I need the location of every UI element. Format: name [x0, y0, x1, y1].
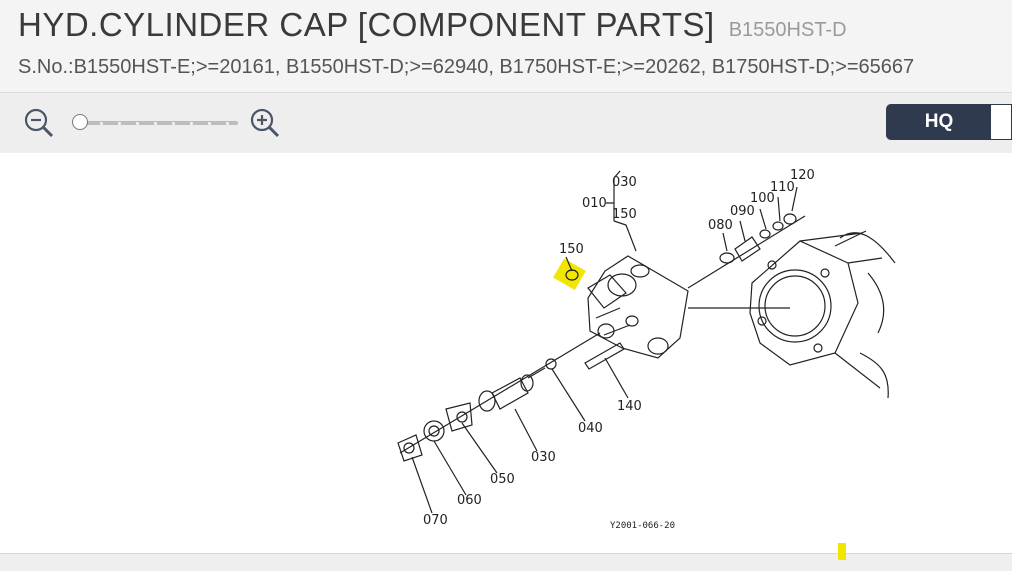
- part-label-010[interactable]: 010: [582, 196, 607, 211]
- part-label-060[interactable]: 060: [457, 493, 482, 508]
- part-label-070[interactable]: 070: [423, 513, 448, 528]
- zoom-step-dot: [154, 122, 157, 125]
- serial-number-text: S.No.:B1550HST-E;>=20161, B1550HST-D;>=6…: [18, 56, 915, 78]
- zoom-in-icon[interactable]: [249, 107, 281, 139]
- part-label-090[interactable]: 090: [730, 204, 755, 219]
- bottom-bar: [0, 553, 1012, 571]
- exploded-parts-diagram: 030 010 150 150 080 090 100 110 120 140 …: [397, 168, 896, 531]
- zoom-step-dot: [100, 122, 103, 125]
- scroll-position-marker[interactable]: [838, 543, 846, 560]
- toolbar: HQ: [0, 92, 1012, 154]
- zoom-step-dot: [136, 122, 139, 125]
- part-label-100[interactable]: 100: [750, 191, 775, 206]
- highlighted-part-150[interactable]: [553, 258, 586, 291]
- part-label-050[interactable]: 050: [490, 472, 515, 487]
- part-label-150[interactable]: 150: [559, 242, 584, 257]
- page-header: HYD.CYLINDER CAP [COMPONENT PARTS] B1550H…: [0, 0, 1012, 92]
- diagram-canvas[interactable]: 030 010 150 150 080 090 100 110 120 140 …: [0, 153, 1012, 553]
- part-label-030-top[interactable]: 030: [612, 175, 637, 190]
- cylinder-cap-body: [587, 255, 790, 359]
- zoom-slider-track[interactable]: [78, 121, 238, 125]
- title-text: HYD.CYLINDER CAP [COMPONENT PARTS]: [18, 6, 715, 43]
- model-name: B1550HST-D: [728, 19, 847, 41]
- part-label-150-top[interactable]: 150: [612, 207, 637, 222]
- zoom-step-dot: [172, 122, 175, 125]
- zoom-step-dot: [226, 122, 229, 125]
- zoom-out-icon[interactable]: [23, 107, 55, 139]
- part-label-110[interactable]: 110: [770, 180, 795, 195]
- hq-toggle-button[interactable]: HQ: [886, 104, 1012, 140]
- page-title: HYD.CYLINDER CAP [COMPONENT PARTS] B1550H…: [18, 6, 847, 44]
- zoom-slider-knob[interactable]: [72, 114, 88, 130]
- hq-button-label: HQ: [924, 111, 954, 132]
- hq-toggle-off-segment[interactable]: [990, 104, 1012, 140]
- part-label-140[interactable]: 140: [617, 399, 642, 414]
- part-label-120[interactable]: 120: [790, 168, 815, 183]
- zoom-slider[interactable]: [72, 113, 238, 133]
- zoom-step-dot: [118, 122, 121, 125]
- zoom-step-dot: [190, 122, 193, 125]
- mount-plate: [749, 230, 896, 399]
- part-label-030[interactable]: 030: [531, 450, 556, 465]
- part-label-080[interactable]: 080: [708, 218, 733, 233]
- part-label-040[interactable]: 040: [578, 421, 603, 436]
- zoom-step-dot: [208, 122, 211, 125]
- figure-number: Y2001-066-20: [610, 521, 675, 531]
